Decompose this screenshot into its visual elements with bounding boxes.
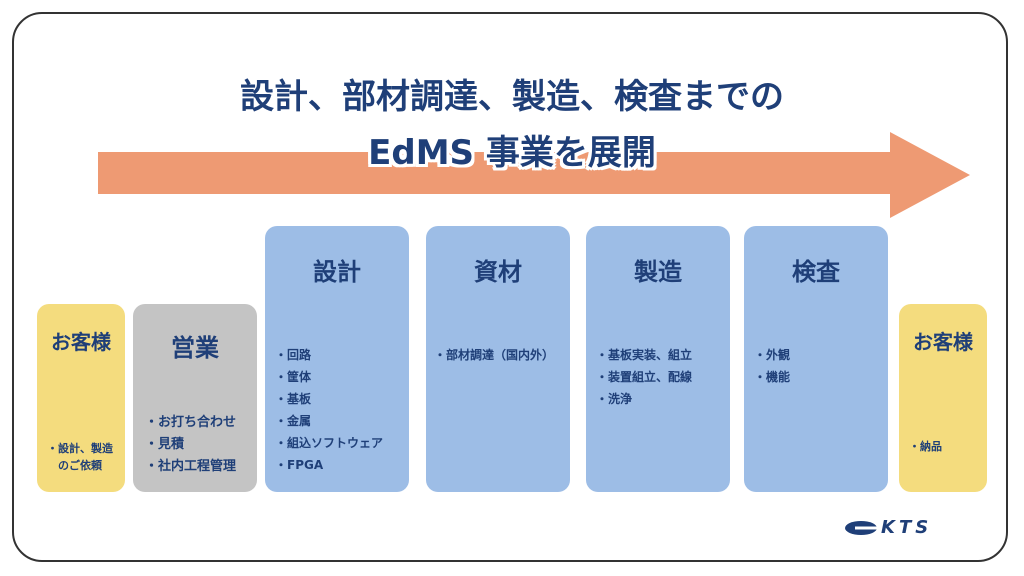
stage-items: ・設計、製造 のご依頼 (47, 440, 113, 474)
stage-title: 検査 (792, 258, 840, 286)
stage-title: 営業 (171, 334, 219, 362)
stage-inspection: 検査 ・外観 ・機能 (744, 226, 888, 492)
stage-items: ・外観 ・機能 (754, 344, 790, 388)
list-item: ・基板実装、組立 (596, 348, 693, 362)
list-item: ・洗浄 (596, 392, 633, 406)
list-item: ・筐体 (275, 370, 312, 384)
list-item: ・装置組立、配線 (596, 370, 693, 384)
list-item: ・FPGA (275, 458, 324, 472)
stage-title: 設計 (313, 258, 361, 286)
company-logo (845, 521, 879, 535)
logo-text: KTS (881, 517, 933, 538)
headline-line-1: 設計、部材調達、製造、検査までの (240, 77, 784, 117)
stage-design: 設計 ・回路 ・筐体 ・基板 ・金属 ・組込ソフトウェア ・FPGA (265, 226, 409, 492)
stage-customer-left: お客様 ・設計、製造 のご依頼 (37, 304, 125, 492)
list-item: ・金属 (275, 414, 312, 428)
stage-sales: 営業 ・お打ち合わせ ・見積 ・社内工程管理 (133, 304, 257, 492)
stage-title: 資材 (474, 258, 522, 286)
stage-title: お客様 (913, 330, 973, 354)
stage-items: ・納品 (909, 438, 942, 455)
stage-items: ・基板実装、組立 ・装置組立、配線 ・洗浄 (596, 344, 692, 410)
process-arrow (98, 132, 970, 218)
stage-items: ・部材調達（国内外） (434, 344, 554, 366)
list-item: ・見積 (145, 437, 185, 452)
list-item: ・お打ち合わせ (145, 415, 237, 430)
stage-manufacturing: 製造 ・基板実装、組立 ・装置組立、配線 ・洗浄 (586, 226, 730, 492)
list-item: ・納品 (909, 440, 942, 453)
list-item: ・設計、製造 (47, 442, 113, 455)
list-item: ・部材調達（国内外） (434, 348, 555, 362)
stage-title: お客様 (51, 330, 111, 354)
list-item: ・外観 (754, 348, 791, 362)
list-item: ・基板 (275, 392, 312, 406)
stage-items: ・回路 ・筐体 ・基板 ・金属 ・組込ソフトウェア ・FPGA (275, 344, 383, 476)
list-item: ・社内工程管理 (145, 459, 237, 474)
list-item: ・機能 (754, 370, 791, 384)
headline-line-2: EdMS 事業を展開 (368, 133, 656, 173)
stage-items: ・お打ち合わせ ・見積 ・社内工程管理 (145, 412, 236, 478)
list-item: のご依頼 (47, 459, 102, 472)
list-item: ・組込ソフトウェア (275, 436, 384, 450)
stage-customer-right: お客様 ・納品 (899, 304, 987, 492)
list-item: ・回路 (275, 348, 312, 362)
stage-title: 製造 (634, 258, 682, 286)
stage-materials: 資材 ・部材調達（国内外） (426, 226, 570, 492)
